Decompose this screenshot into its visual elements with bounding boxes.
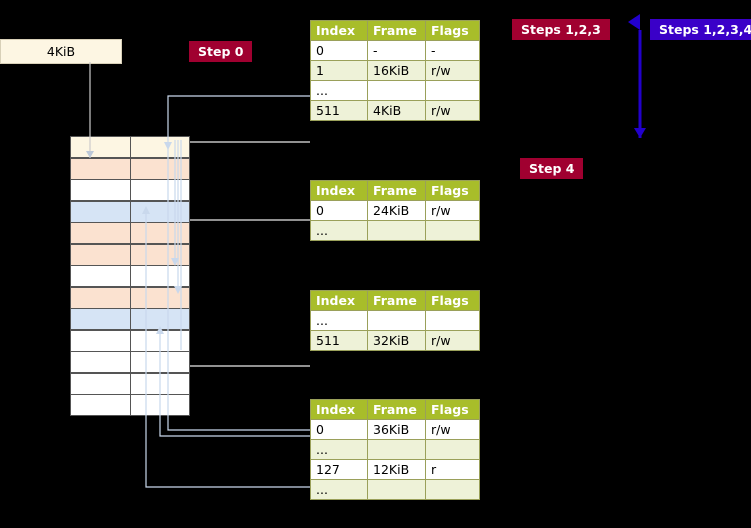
cell-frame: 32KiB	[367, 330, 426, 351]
cell-index: 0	[310, 40, 368, 61]
table-row: ...	[310, 220, 480, 241]
cell-index: ...	[310, 439, 368, 460]
cell-flags: -	[425, 40, 480, 61]
table-row: ...	[310, 310, 480, 331]
cell-flags	[425, 479, 480, 500]
frame-4kib-label: 4KiB	[46, 44, 76, 59]
cell-frame: 24KiB	[367, 200, 426, 221]
table-row: ...	[310, 479, 480, 500]
table-row: 0 36KiB r/w	[310, 419, 480, 440]
cell-index: 0	[310, 200, 368, 221]
cell-flags	[425, 80, 480, 101]
cell-frame: 12KiB	[367, 459, 426, 480]
cell-frame: 36KiB	[367, 419, 426, 440]
cell-frame	[367, 439, 426, 460]
cell-flags: r/w	[425, 200, 480, 221]
cell-index: ...	[310, 80, 368, 101]
pdp-header-frame: Frame	[367, 180, 426, 201]
step-0-label: Step 0	[189, 41, 253, 62]
cell-flags: r/w	[425, 419, 480, 440]
cell-frame	[367, 479, 426, 500]
pml4-table: Index Frame Flags 0 - - 1 16KiB r/w ...	[310, 20, 480, 121]
table-row: ...	[310, 439, 480, 460]
pdp-header-flags: Flags	[425, 180, 480, 201]
cell-flags: r/w	[425, 330, 480, 351]
physical-memory-column	[70, 136, 190, 416]
frame-4kib-box: 4KiB	[0, 39, 122, 64]
cell-frame	[367, 220, 426, 241]
pd-header-index: Index	[310, 290, 368, 311]
cell-flags	[425, 439, 480, 460]
pt-table: Index Frame Flags 0 36KiB r/w ... 127 12…	[310, 399, 480, 500]
cell-index: ...	[310, 310, 368, 331]
table-row: 0 - -	[310, 40, 480, 61]
pd-table: Index Frame Flags ... 511 32KiB r/w	[310, 290, 480, 351]
steps-123-label: Steps 1,2,3	[512, 19, 610, 40]
cell-frame: 16KiB	[367, 60, 426, 81]
steps-1234-label: Steps 1,2,3,4	[650, 19, 751, 40]
table-row: 1 16KiB r/w	[310, 60, 480, 81]
table-row: 0 24KiB r/w	[310, 200, 480, 221]
cell-frame	[367, 80, 426, 101]
pt-header-flags: Flags	[425, 399, 480, 420]
cell-index: 511	[310, 330, 368, 351]
memory-column-divider	[130, 136, 131, 416]
cell-index: 0	[310, 419, 368, 440]
cell-frame: -	[367, 40, 426, 61]
pt-header-index: Index	[310, 399, 368, 420]
cell-index: 1	[310, 60, 368, 81]
cell-flags: r	[425, 459, 480, 480]
pdp-header-index: Index	[310, 180, 368, 201]
table-row: 511 32KiB r/w	[310, 330, 480, 351]
cell-index: ...	[310, 479, 368, 500]
pd-header-flags: Flags	[425, 290, 480, 311]
cell-flags	[425, 220, 480, 241]
cell-flags: r/w	[425, 100, 480, 121]
table-row: ...	[310, 80, 480, 101]
cell-frame	[367, 310, 426, 331]
table-row: 511 4KiB r/w	[310, 100, 480, 121]
table-row: 127 12KiB r	[310, 459, 480, 480]
pml4-header-flags: Flags	[425, 20, 480, 41]
cell-flags	[425, 310, 480, 331]
cell-frame: 4KiB	[367, 100, 426, 121]
pd-header-frame: Frame	[367, 290, 426, 311]
cell-index: 127	[310, 459, 368, 480]
pml4-header-index: Index	[310, 20, 368, 41]
cell-index: 511	[310, 100, 368, 121]
pt-header-frame: Frame	[367, 399, 426, 420]
pml4-header-frame: Frame	[367, 20, 426, 41]
pdp-table: Index Frame Flags 0 24KiB r/w ...	[310, 180, 480, 241]
step-4-label: Step 4	[520, 158, 584, 179]
cell-index: ...	[310, 220, 368, 241]
cell-flags: r/w	[425, 60, 480, 81]
